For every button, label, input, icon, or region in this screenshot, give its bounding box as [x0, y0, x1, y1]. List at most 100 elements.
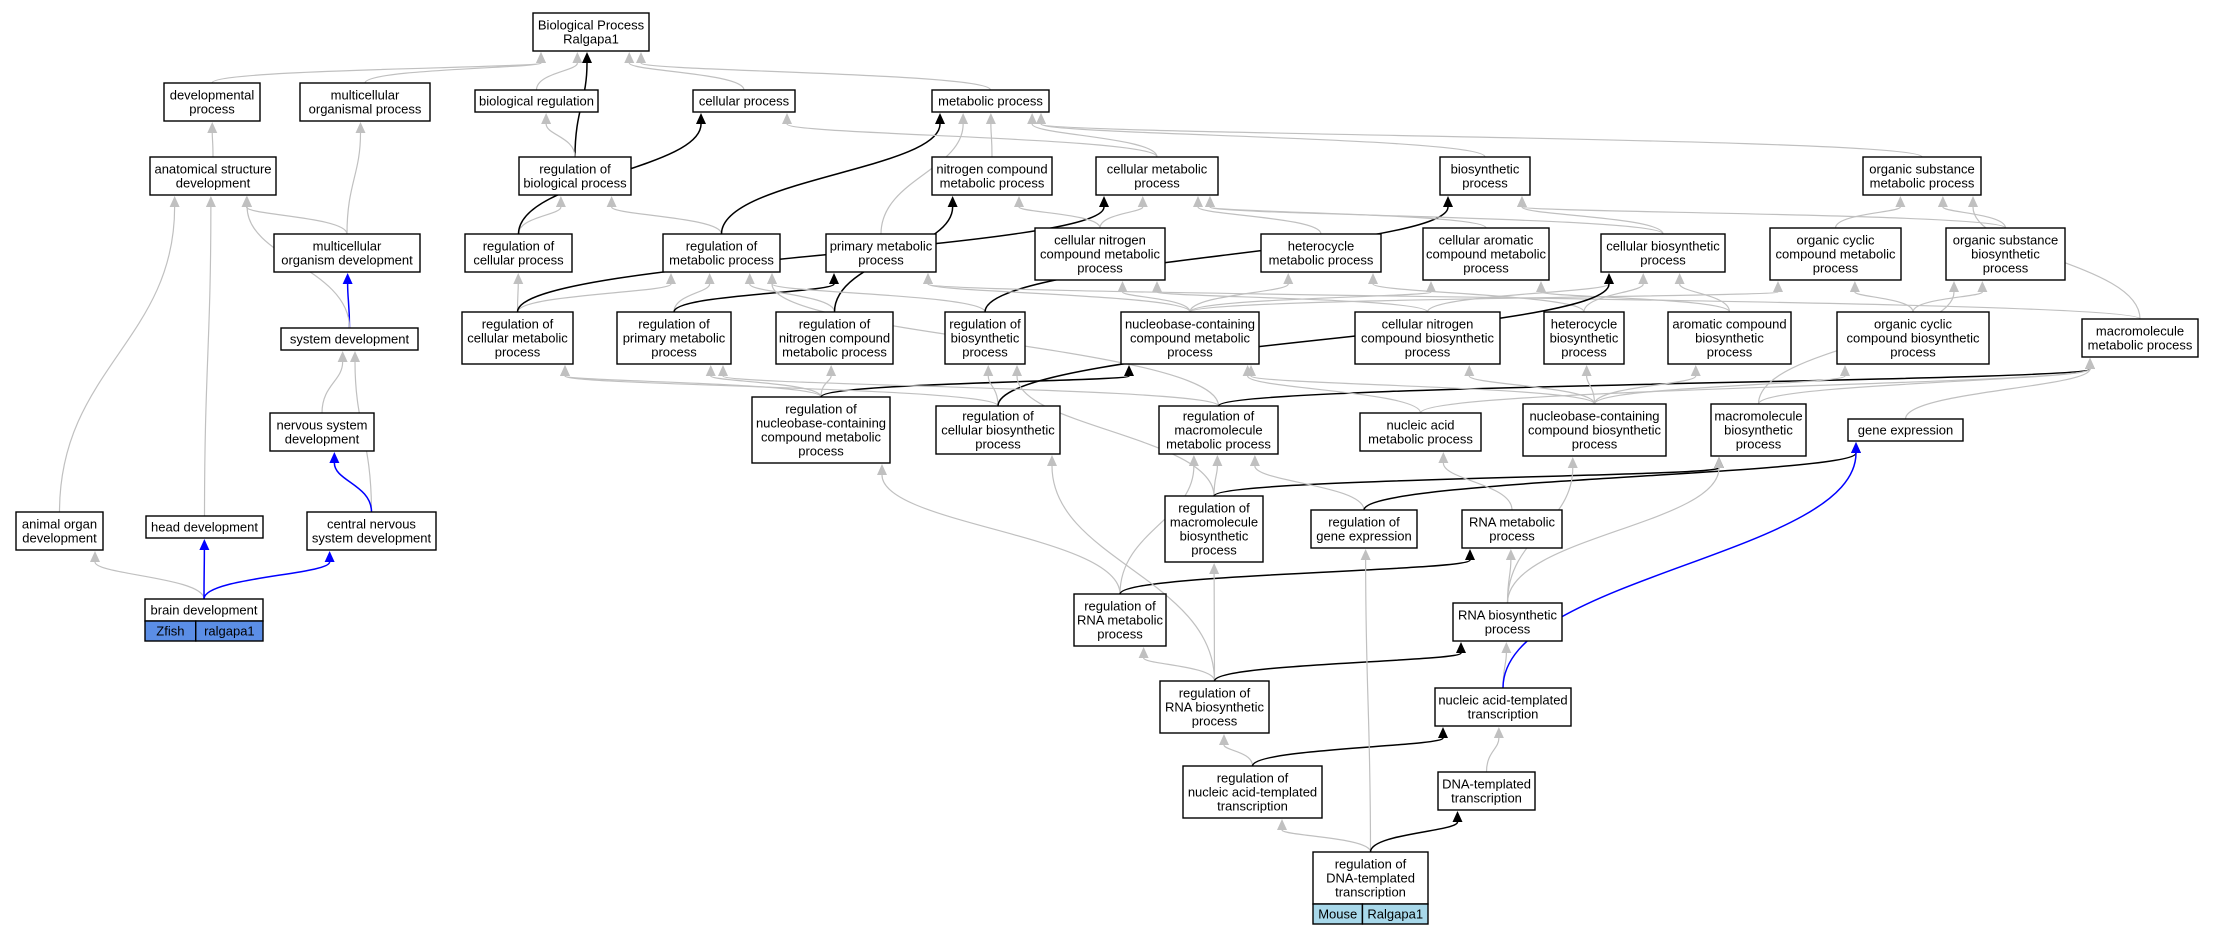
node-box [751, 396, 891, 464]
node-cellproc[interactable]: cellular process [692, 89, 796, 113]
edge-line [1119, 559, 1471, 595]
edge-line [927, 283, 1191, 313]
edge-regdnatrans-to-reggeneexp [1360, 549, 1372, 853]
node-label-line: compound biosynthetic [1528, 423, 1661, 438]
node-metab[interactable]: metabolic process [931, 89, 1050, 113]
edge-line [1213, 467, 1720, 497]
edge-natrans-to-geneexp [1502, 442, 1861, 689]
node-box [662, 233, 781, 273]
node-geneexp[interactable]: gene expression [1847, 418, 1964, 442]
node-label-line: Ralgapa1 [563, 32, 619, 47]
node-sysdev[interactable]: system development [280, 327, 419, 351]
edge-line [1189, 283, 1289, 313]
node-regmacbiosyn[interactable]: regulation ofmacromoleculebiosyntheticpr… [1164, 495, 1264, 563]
edge-line [1593, 375, 1697, 405]
edge-regrnametab-to-regmacmetab [1119, 455, 1199, 595]
edge-line [517, 206, 562, 235]
node-regdnatrans[interactable]: regulation ofDNA-templatedtranscriptionM… [1312, 851, 1429, 925]
node-headdev[interactable]: head development [145, 515, 264, 539]
edge-rnametab-to-nametab [1438, 452, 1513, 511]
edge-line [673, 283, 711, 313]
arrowhead [1493, 727, 1504, 738]
node-label-line: metabolic process [2088, 338, 2193, 353]
edge-nbcmetab-to-cellarommetab [1189, 281, 1436, 313]
edge-regmetab-to-regbio [606, 196, 723, 235]
node-box [1945, 227, 2066, 281]
edge-nbcbiosyn-to-cellncbiosyn [1464, 365, 1596, 405]
arrowhead [1036, 113, 1046, 124]
edge-nbcmetab-to-cellncmetab [1117, 281, 1191, 313]
arrowhead [1047, 455, 1057, 466]
node-label-line: nucleic acid-templated [1188, 785, 1317, 800]
arrowhead [624, 52, 635, 63]
node-label-line: anatomical structure [154, 162, 271, 177]
node-box [518, 156, 632, 196]
node-regnbcmetab[interactable]: regulation ofnucleobase-containingcompou… [751, 396, 891, 464]
node-label-line: regulation of [1335, 857, 1407, 872]
node-label-line: metabolic process [938, 94, 1043, 109]
arrowhead [829, 273, 839, 284]
node-label-line: nitrogen compound [936, 162, 1047, 177]
edge-line [1363, 452, 1857, 511]
node-label-line: process [1462, 176, 1508, 191]
node-label-line: regulation of [1328, 515, 1400, 530]
edge-line [786, 123, 1158, 158]
node-label-line: process [1561, 345, 1607, 360]
node-box [1422, 227, 1550, 281]
arrowhead [1690, 365, 1701, 376]
edge-nbcmetab-to-hetmetab [1189, 273, 1294, 313]
edge-regcellmetab-to-cellmetab [516, 196, 1109, 313]
arrowhead [1360, 549, 1371, 560]
node-bioreg[interactable]: biological regulation [474, 89, 599, 113]
node-box [944, 311, 1026, 365]
node-label-line: organism development [281, 253, 413, 268]
edge-line [94, 561, 205, 600]
